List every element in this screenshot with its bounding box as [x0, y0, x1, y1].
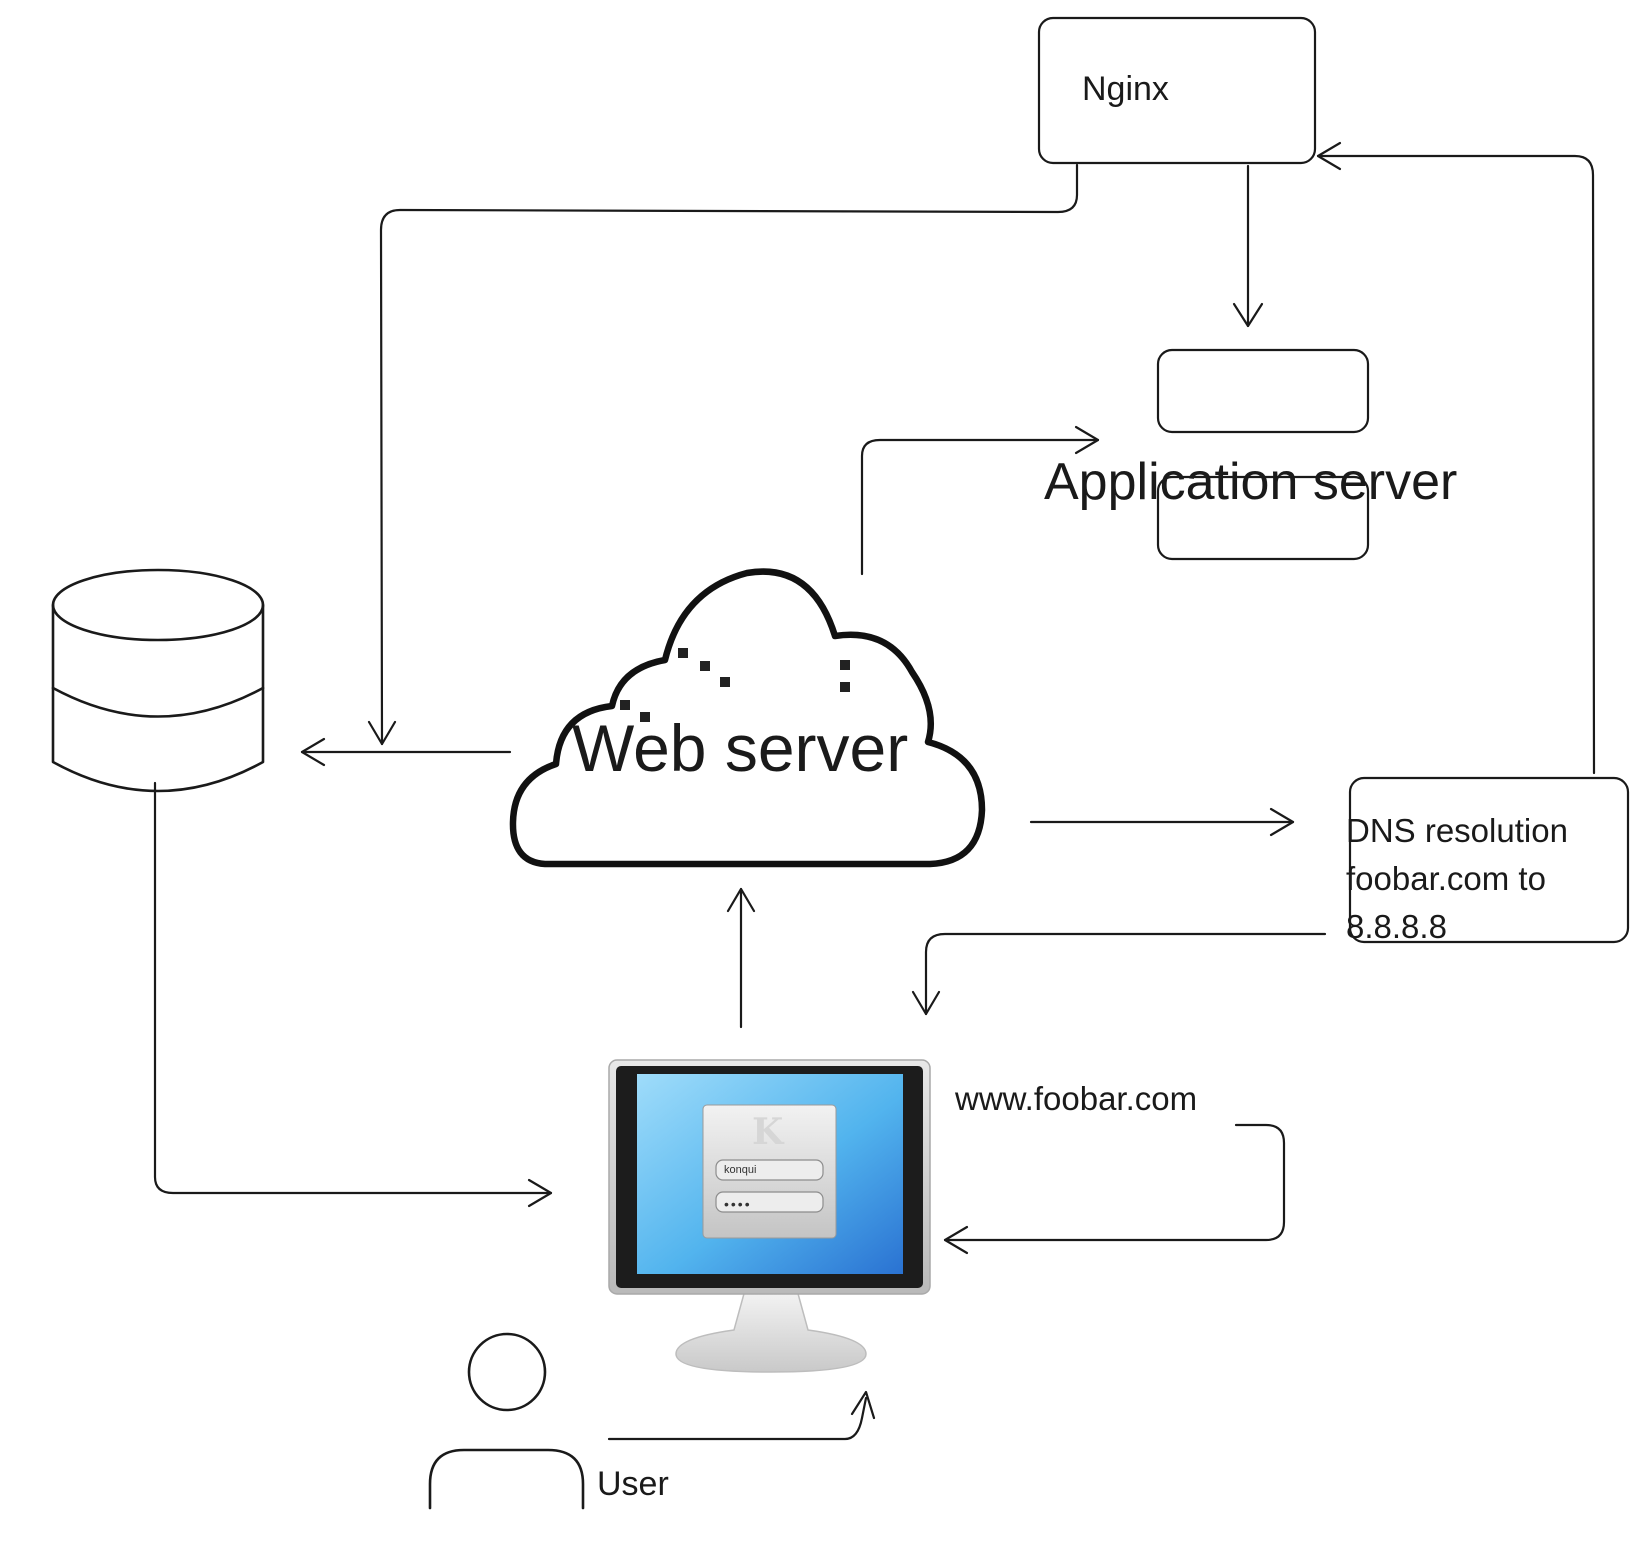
- dns-label-line-2: foobar.com to: [1346, 860, 1546, 897]
- edge-nginx-to-database: [379, 163, 1079, 746]
- dns-label-line-3: 8.8.8.8: [1346, 908, 1447, 945]
- application-server-label: Application server: [1044, 453, 1458, 511]
- database-cylinder-icon: [51, 568, 265, 793]
- app-server-box-top: [1156, 348, 1370, 434]
- dns-box: [1348, 776, 1630, 944]
- arrowhead-computer-bottom: [850, 1390, 876, 1420]
- arrowhead-app-left: [1074, 425, 1100, 455]
- edge-web-to-app: [860, 438, 1100, 576]
- edge-dns-to-nginx: [1316, 154, 1596, 775]
- user-label: User: [597, 1465, 669, 1503]
- arrowhead-web-bottom: [726, 887, 756, 913]
- arrowhead-computer-left: [527, 1178, 553, 1208]
- cloud-icon: [509, 568, 986, 868]
- edge-user-to-computer: [607, 1396, 868, 1441]
- arrowhead-database-right: [300, 737, 326, 767]
- login-username-field[interactable]: konqui: [724, 1164, 757, 1176]
- dns-label-line-1: DNS resolution: [1346, 812, 1568, 849]
- arrowhead-computer-top-right: [911, 990, 941, 1016]
- arrowhead-app-top: [1232, 302, 1264, 328]
- edge-database-to-computer: [153, 781, 553, 1195]
- arrowhead-computer-right: [943, 1225, 969, 1255]
- edge-url-to-computer: [943, 1123, 1286, 1242]
- web-server-label: Web server: [572, 711, 909, 785]
- arrowhead-nginx-right: [1316, 141, 1342, 171]
- kde-gear-logo-icon: K: [752, 1111, 784, 1153]
- url-label: www.foobar.com: [955, 1080, 1198, 1117]
- arrowhead-dns-left: [1269, 807, 1295, 837]
- login-password-field[interactable]: ••••: [724, 1196, 752, 1212]
- arrowhead-database-top: [367, 720, 397, 746]
- edge-dns-to-computer: [924, 932, 1327, 1016]
- nginx-label: Nginx: [1082, 70, 1169, 108]
- computer-monitor-icon: [608, 1059, 931, 1373]
- app-server-box-bottom: [1156, 475, 1370, 561]
- user-person-icon: [428, 1332, 585, 1510]
- nginx-box: [1037, 16, 1317, 165]
